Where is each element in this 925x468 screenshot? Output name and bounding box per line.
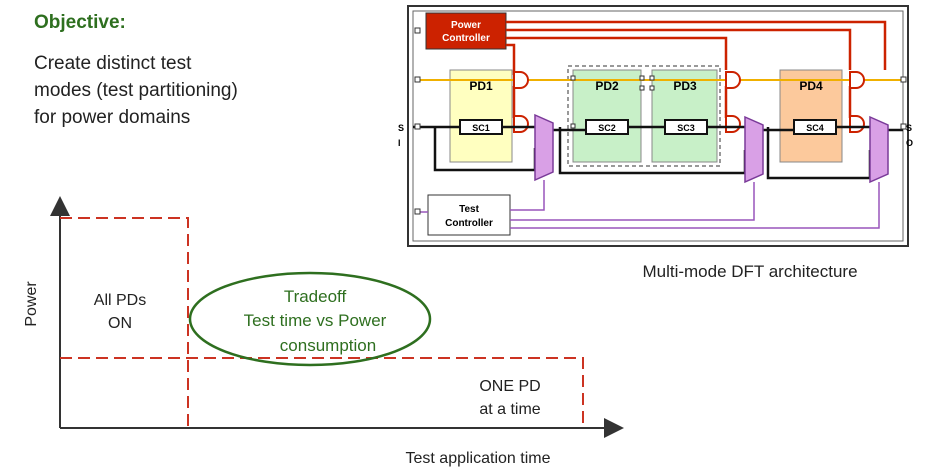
sc2-label: SC2 [598,123,616,133]
test-controller-box [427,194,511,236]
power-controller-label-2: Controller [442,33,490,44]
all-pds-label-1: All PDs [94,292,146,309]
sc1-box [459,119,503,135]
so-label-s: S [906,123,912,133]
tradeoff-line-2: Test time vs Power [244,311,387,330]
objective-line-2: modes (test partitioning) [34,80,238,101]
one-pd-profile [60,357,584,428]
pd2-box [572,69,642,163]
sc2-box [585,119,629,135]
objective-text: Create distinct test modes (test partiti… [34,50,334,131]
si-label-s: S [398,123,404,133]
so-label-o: O [906,138,913,148]
objective-title: Objective: [34,12,126,33]
pd3-label: PD3 [673,79,697,93]
sc4-label: SC4 [806,123,824,133]
pd4-box [779,69,843,163]
sc3-box [664,119,708,135]
sc4-box [793,119,837,135]
sc1-label: SC1 [472,123,490,133]
one-pd-label-2: at a time [479,401,540,418]
power-controller-label-1: Power [451,20,481,31]
test-controller-label-1: Test [459,204,479,215]
pd4-label: PD4 [799,79,823,93]
si-label-i: I [398,138,401,148]
pd1-box [449,69,513,163]
objective-line-3: for power domains [34,107,191,128]
power-profile-lines [60,217,584,428]
pd1-label: PD1 [469,79,493,93]
tradeoff-ellipse [188,271,432,367]
power-time-graph: Power Test application time All PDs ON O… [23,196,624,467]
y-axis-label: Power [23,281,40,327]
scan-muxes [534,113,889,184]
dft-architecture: PD1 PD2 PD3 PD4 Power Controller [398,5,913,281]
architecture-caption: Multi-mode DFT architecture [642,262,857,281]
one-pd-label-1: ONE PD [479,378,540,395]
tradeoff-line-3: consumption [280,336,376,355]
test-controller-label-2: Controller [445,218,493,229]
x-axis-label: Test application time [406,450,551,467]
power-wires [506,20,887,118]
pd2-label: PD2 [595,79,619,93]
power-controller-box [425,12,507,50]
tradeoff-line-1: Tradeoff [284,287,347,306]
objective-line-1: Create distinct test [34,53,192,74]
pd3-box [651,69,718,163]
io-pins [414,27,907,215]
all-pds-label-2: ON [108,315,132,332]
all-pds-on-profile [60,217,189,428]
sc3-label: SC3 [677,123,695,133]
